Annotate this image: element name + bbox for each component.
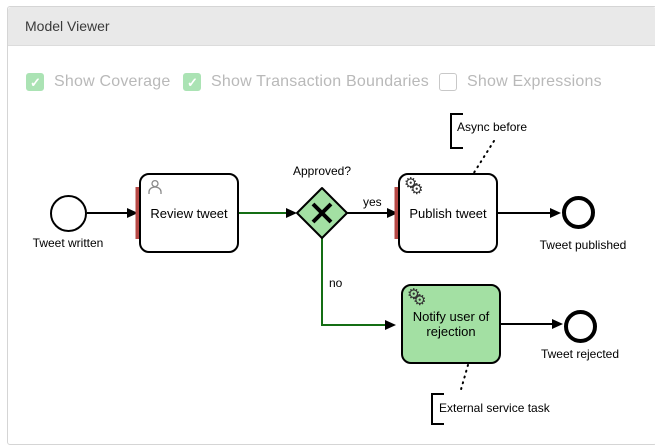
show-coverage-checkbox[interactable]: ✓ <box>26 73 44 91</box>
gear-icon: ⚙ ⚙ <box>407 286 427 309</box>
edge-arrowhead <box>127 208 138 218</box>
start-event[interactable] <box>50 195 87 232</box>
end-event-rejected[interactable] <box>564 310 597 343</box>
task-label: Review tweet <box>150 205 228 221</box>
edge-line <box>321 238 386 326</box>
association-line <box>469 140 495 180</box>
annotation-bracket <box>431 393 444 425</box>
flow-label-no: no <box>329 276 343 290</box>
gear-icon: ⚙ ⚙ <box>404 175 424 198</box>
annotation-async-before: Async before <box>457 120 528 134</box>
task-publish-tweet[interactable]: ⚙ ⚙ Publish tweet <box>398 173 498 253</box>
task-notify-user-of-rejection[interactable]: ⚙ ⚙ Notify user of rejection <box>401 284 501 364</box>
sequence-flow-no-covered <box>321 238 396 330</box>
show-expressions-checkbox[interactable]: ✓ <box>439 73 457 91</box>
show-coverage-label: Show Coverage <box>54 73 171 90</box>
sequence-flow-review-to-gateway-covered <box>239 208 297 218</box>
sequence-flow-publish-to-end <box>498 208 561 218</box>
annotation-external-service-task: External service task <box>439 401 550 415</box>
show-expressions-label: Show Expressions <box>467 73 602 90</box>
gateway-x-marker <box>311 202 333 224</box>
end-event-rejected-label: Tweet rejected <box>540 347 620 361</box>
panel-title: Model Viewer <box>25 18 110 34</box>
edge-arrowhead <box>286 208 297 218</box>
start-event-label: Tweet written <box>32 236 104 250</box>
show-coverage-control[interactable]: ✓ Show Coverage <box>26 71 170 93</box>
sequence-flow-start-to-review <box>87 208 138 218</box>
association-line <box>459 364 469 394</box>
show-transaction-boundaries-checkbox[interactable]: ✓ <box>183 73 201 91</box>
annotation-bracket <box>450 113 463 149</box>
end-event-published-label: Tweet published <box>539 238 627 252</box>
task-label: Notify user of rejection <box>412 309 490 339</box>
show-expressions-control[interactable]: ✓ Show Expressions <box>439 71 602 93</box>
diagram-shapes <box>87 113 563 425</box>
show-transaction-boundaries-control[interactable]: ✓ Show Transaction Boundaries <box>183 71 429 93</box>
sequence-flow-notify-to-end <box>501 319 563 329</box>
edge-arrowhead <box>552 319 563 329</box>
flow-label-yes: yes <box>363 195 382 209</box>
end-event-published[interactable] <box>562 196 595 229</box>
edge-arrowhead <box>550 208 561 218</box>
edge-arrowhead <box>387 208 398 218</box>
sequence-flow-yes <box>347 208 398 218</box>
task-review-tweet[interactable]: Review tweet <box>139 173 239 253</box>
task-label: Publish tweet <box>409 205 487 221</box>
check-icon: ✓ <box>30 75 41 90</box>
show-transaction-boundaries-label: Show Transaction Boundaries <box>211 73 429 90</box>
gateway-label: Approved? <box>292 164 352 178</box>
edge-arrowhead <box>385 320 396 330</box>
bpmn-diagram-canvas[interactable]: Tweet written Review tweet Approved? yes… <box>8 7 655 446</box>
panel-header: Model Viewer <box>8 7 655 46</box>
model-viewer-panel: Model Viewer ✓ Show Coverage ✓ Show Tran… <box>7 6 655 445</box>
check-icon: ✓ <box>187 75 198 90</box>
